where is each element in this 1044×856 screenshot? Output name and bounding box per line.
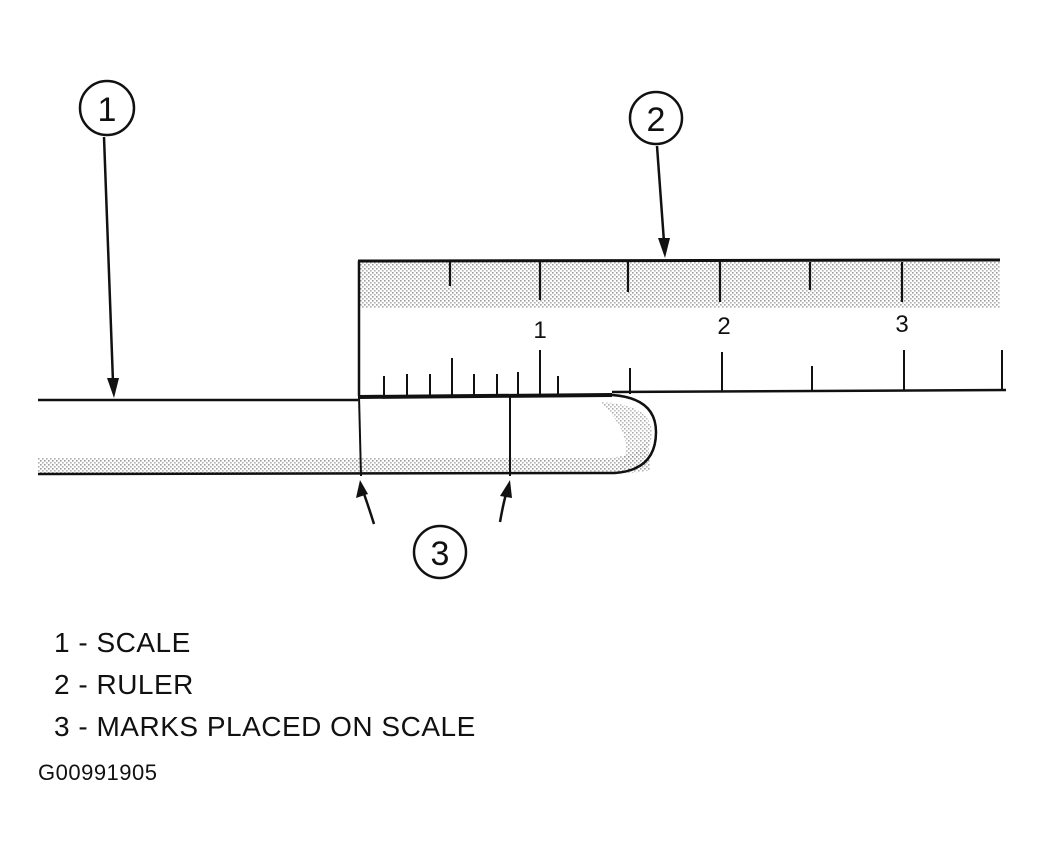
scale-marks bbox=[358, 395, 511, 477]
ruler-number-1: 1 bbox=[533, 317, 546, 344]
scale-shading bbox=[38, 440, 650, 473]
callout-2-circle bbox=[628, 90, 684, 146]
callout-1-circle bbox=[78, 79, 136, 137]
callout-1-arrowhead bbox=[107, 378, 119, 398]
ruler-bottom-ticks bbox=[383, 350, 1003, 396]
callout-3-arrowhead-right bbox=[500, 480, 512, 498]
legend-item-text: MARKS PLACED ON SCALE bbox=[96, 711, 476, 742]
callout-1-number: 1 bbox=[98, 91, 117, 129]
legend-item-text: RULER bbox=[96, 669, 194, 700]
legend-separator: - bbox=[78, 669, 89, 700]
ruler-number-2: 2 bbox=[717, 313, 730, 340]
legend-item-number: 3 bbox=[54, 711, 71, 742]
legend-item-text: SCALE bbox=[96, 627, 191, 658]
ruler-shading bbox=[360, 262, 1000, 308]
callout-1: 1 bbox=[78, 79, 136, 398]
ruler-number-3: 3 bbox=[895, 311, 908, 338]
scale-bottom-edge bbox=[37, 471, 616, 476]
legend-item-number: 2 bbox=[54, 669, 71, 700]
callout-3-leader-left bbox=[362, 493, 376, 525]
ruler-top-edge bbox=[357, 258, 1001, 263]
scale-mark-left bbox=[358, 395, 362, 477]
diagram-canvas: 1 2 3 1 2 3 bbox=[37, 79, 1007, 580]
callout-2-leader bbox=[655, 145, 666, 243]
legend-item: 3 - MARKS PLACED ON SCALE bbox=[54, 706, 476, 748]
legend-separator: - bbox=[78, 711, 89, 742]
scale-bend-shading bbox=[600, 402, 652, 470]
figure-id: G00991905 bbox=[38, 760, 158, 785]
callout-3-arrowhead-left bbox=[356, 480, 368, 498]
ruler-bottom-edge bbox=[611, 388, 1007, 394]
callout-3: 3 bbox=[356, 480, 512, 580]
callout-2-number: 2 bbox=[647, 101, 666, 139]
callout-2-arrowhead bbox=[658, 238, 670, 258]
legend-item: 1 - SCALE bbox=[54, 622, 476, 664]
legend-item-number: 1 bbox=[54, 627, 71, 658]
scale-bend bbox=[611, 393, 658, 475]
legend: 1 - SCALE 2 - RULER 3 - MARKS PLACED ON … bbox=[54, 622, 476, 748]
callout-1-leader bbox=[102, 136, 115, 383]
scale-top-edge-under-ruler bbox=[357, 393, 613, 399]
legend-separator: - bbox=[78, 627, 89, 658]
callout-3-leader-right bbox=[498, 493, 508, 523]
callout-2: 2 bbox=[628, 90, 684, 258]
ruler-top-ticks bbox=[448, 262, 904, 302]
callout-3-number: 3 bbox=[431, 535, 450, 573]
ruler: 1 2 3 bbox=[357, 258, 1007, 396]
callout-3-circle bbox=[412, 524, 468, 580]
legend-item: 2 - RULER bbox=[54, 664, 476, 706]
scale-strip bbox=[37, 393, 658, 476]
